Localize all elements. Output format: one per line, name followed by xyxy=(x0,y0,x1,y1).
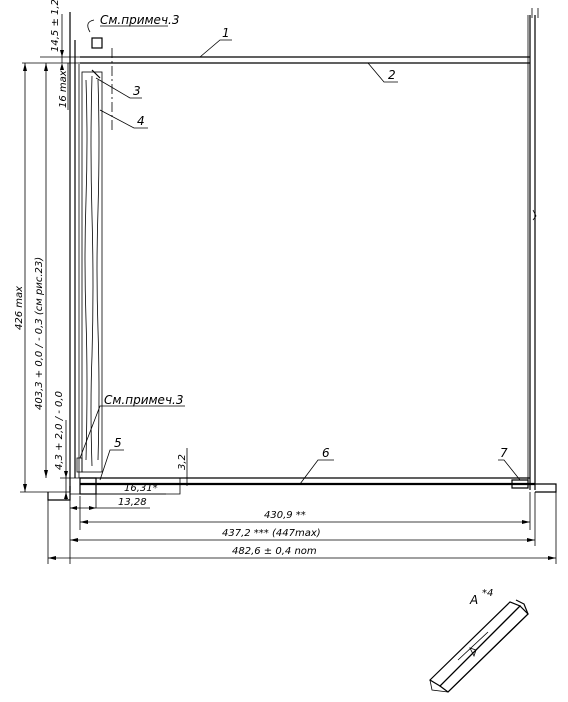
left-flange xyxy=(47,486,71,501)
dim-overall-width: 482,6 ± 0,4 nom xyxy=(232,546,317,557)
leader-5 xyxy=(99,449,124,481)
part-7 xyxy=(511,479,529,489)
callout-1: 1 xyxy=(222,26,230,40)
dim-step: 3,2 xyxy=(177,454,188,470)
panel-4-wave-2 xyxy=(90,75,94,467)
dim-inner-width: 430,9 ** xyxy=(264,510,306,521)
panel-4-clip xyxy=(76,457,83,473)
panel-4-wave-1 xyxy=(84,79,88,461)
block-5 xyxy=(79,477,97,495)
callout-3: 3 xyxy=(133,84,141,98)
dim-4-arrows xyxy=(64,471,68,499)
channel-bottom xyxy=(439,605,529,693)
dim-14-arrows xyxy=(60,50,64,70)
leader-7 xyxy=(498,459,521,481)
leader-6 xyxy=(299,459,334,485)
dim-13-28: 13,28 xyxy=(118,497,147,508)
dim-13-28-arrows xyxy=(70,506,96,510)
panel-4-outline xyxy=(81,71,103,473)
dim-bottom-gap: 4,3 + 2,0 / - 0,0 xyxy=(54,391,65,470)
panel-4-corner xyxy=(91,69,101,79)
channel-side-2 xyxy=(447,599,529,693)
note-top-label: См.примеч.3 xyxy=(100,13,179,27)
view-a-label: A xyxy=(469,593,478,607)
panel-4 xyxy=(76,69,103,473)
leader-2 xyxy=(367,62,398,83)
frame-outline xyxy=(47,8,557,501)
note-mid-label: См.примеч.3 xyxy=(104,393,183,407)
note-marker-square xyxy=(91,37,103,49)
dim-16-31: 16,31* xyxy=(124,483,158,494)
channel-profile xyxy=(429,599,529,693)
dim-side-max: 16 max xyxy=(58,70,69,108)
right-rail-mark xyxy=(532,209,537,221)
callout-6: 6 xyxy=(322,446,330,460)
leader-4 xyxy=(99,109,148,129)
bottom-dimensions xyxy=(47,492,557,564)
view-a: A *4 xyxy=(429,588,529,693)
leader-note-mid xyxy=(79,405,185,459)
leader-1 xyxy=(199,39,232,58)
callout-2: 2 xyxy=(388,68,396,82)
right-flange xyxy=(535,483,557,493)
dim-top-offset: 14,5 ± 1,2 xyxy=(50,0,61,52)
channel-arrow xyxy=(469,647,477,658)
left-dimensions xyxy=(20,14,195,500)
leader-3 xyxy=(95,77,142,99)
note-marker-hook xyxy=(87,19,95,33)
view-a-superscript: *4 xyxy=(482,588,493,599)
callout-4: 4 xyxy=(137,114,145,128)
callout-5: 5 xyxy=(114,436,122,450)
channel-hatch xyxy=(457,631,489,661)
leader-lines xyxy=(79,25,521,485)
dim-overall-height: 426 max xyxy=(14,286,25,330)
channel-end-face xyxy=(429,679,449,693)
panel-4-wave-3 xyxy=(96,79,100,461)
dim-height-ref: 403,3 + 0,0 / - 0,3 (см рис.23) xyxy=(34,257,45,410)
dim-middle-width: 437,2 *** (447max) xyxy=(222,528,321,539)
callout-7: 7 xyxy=(500,446,508,460)
